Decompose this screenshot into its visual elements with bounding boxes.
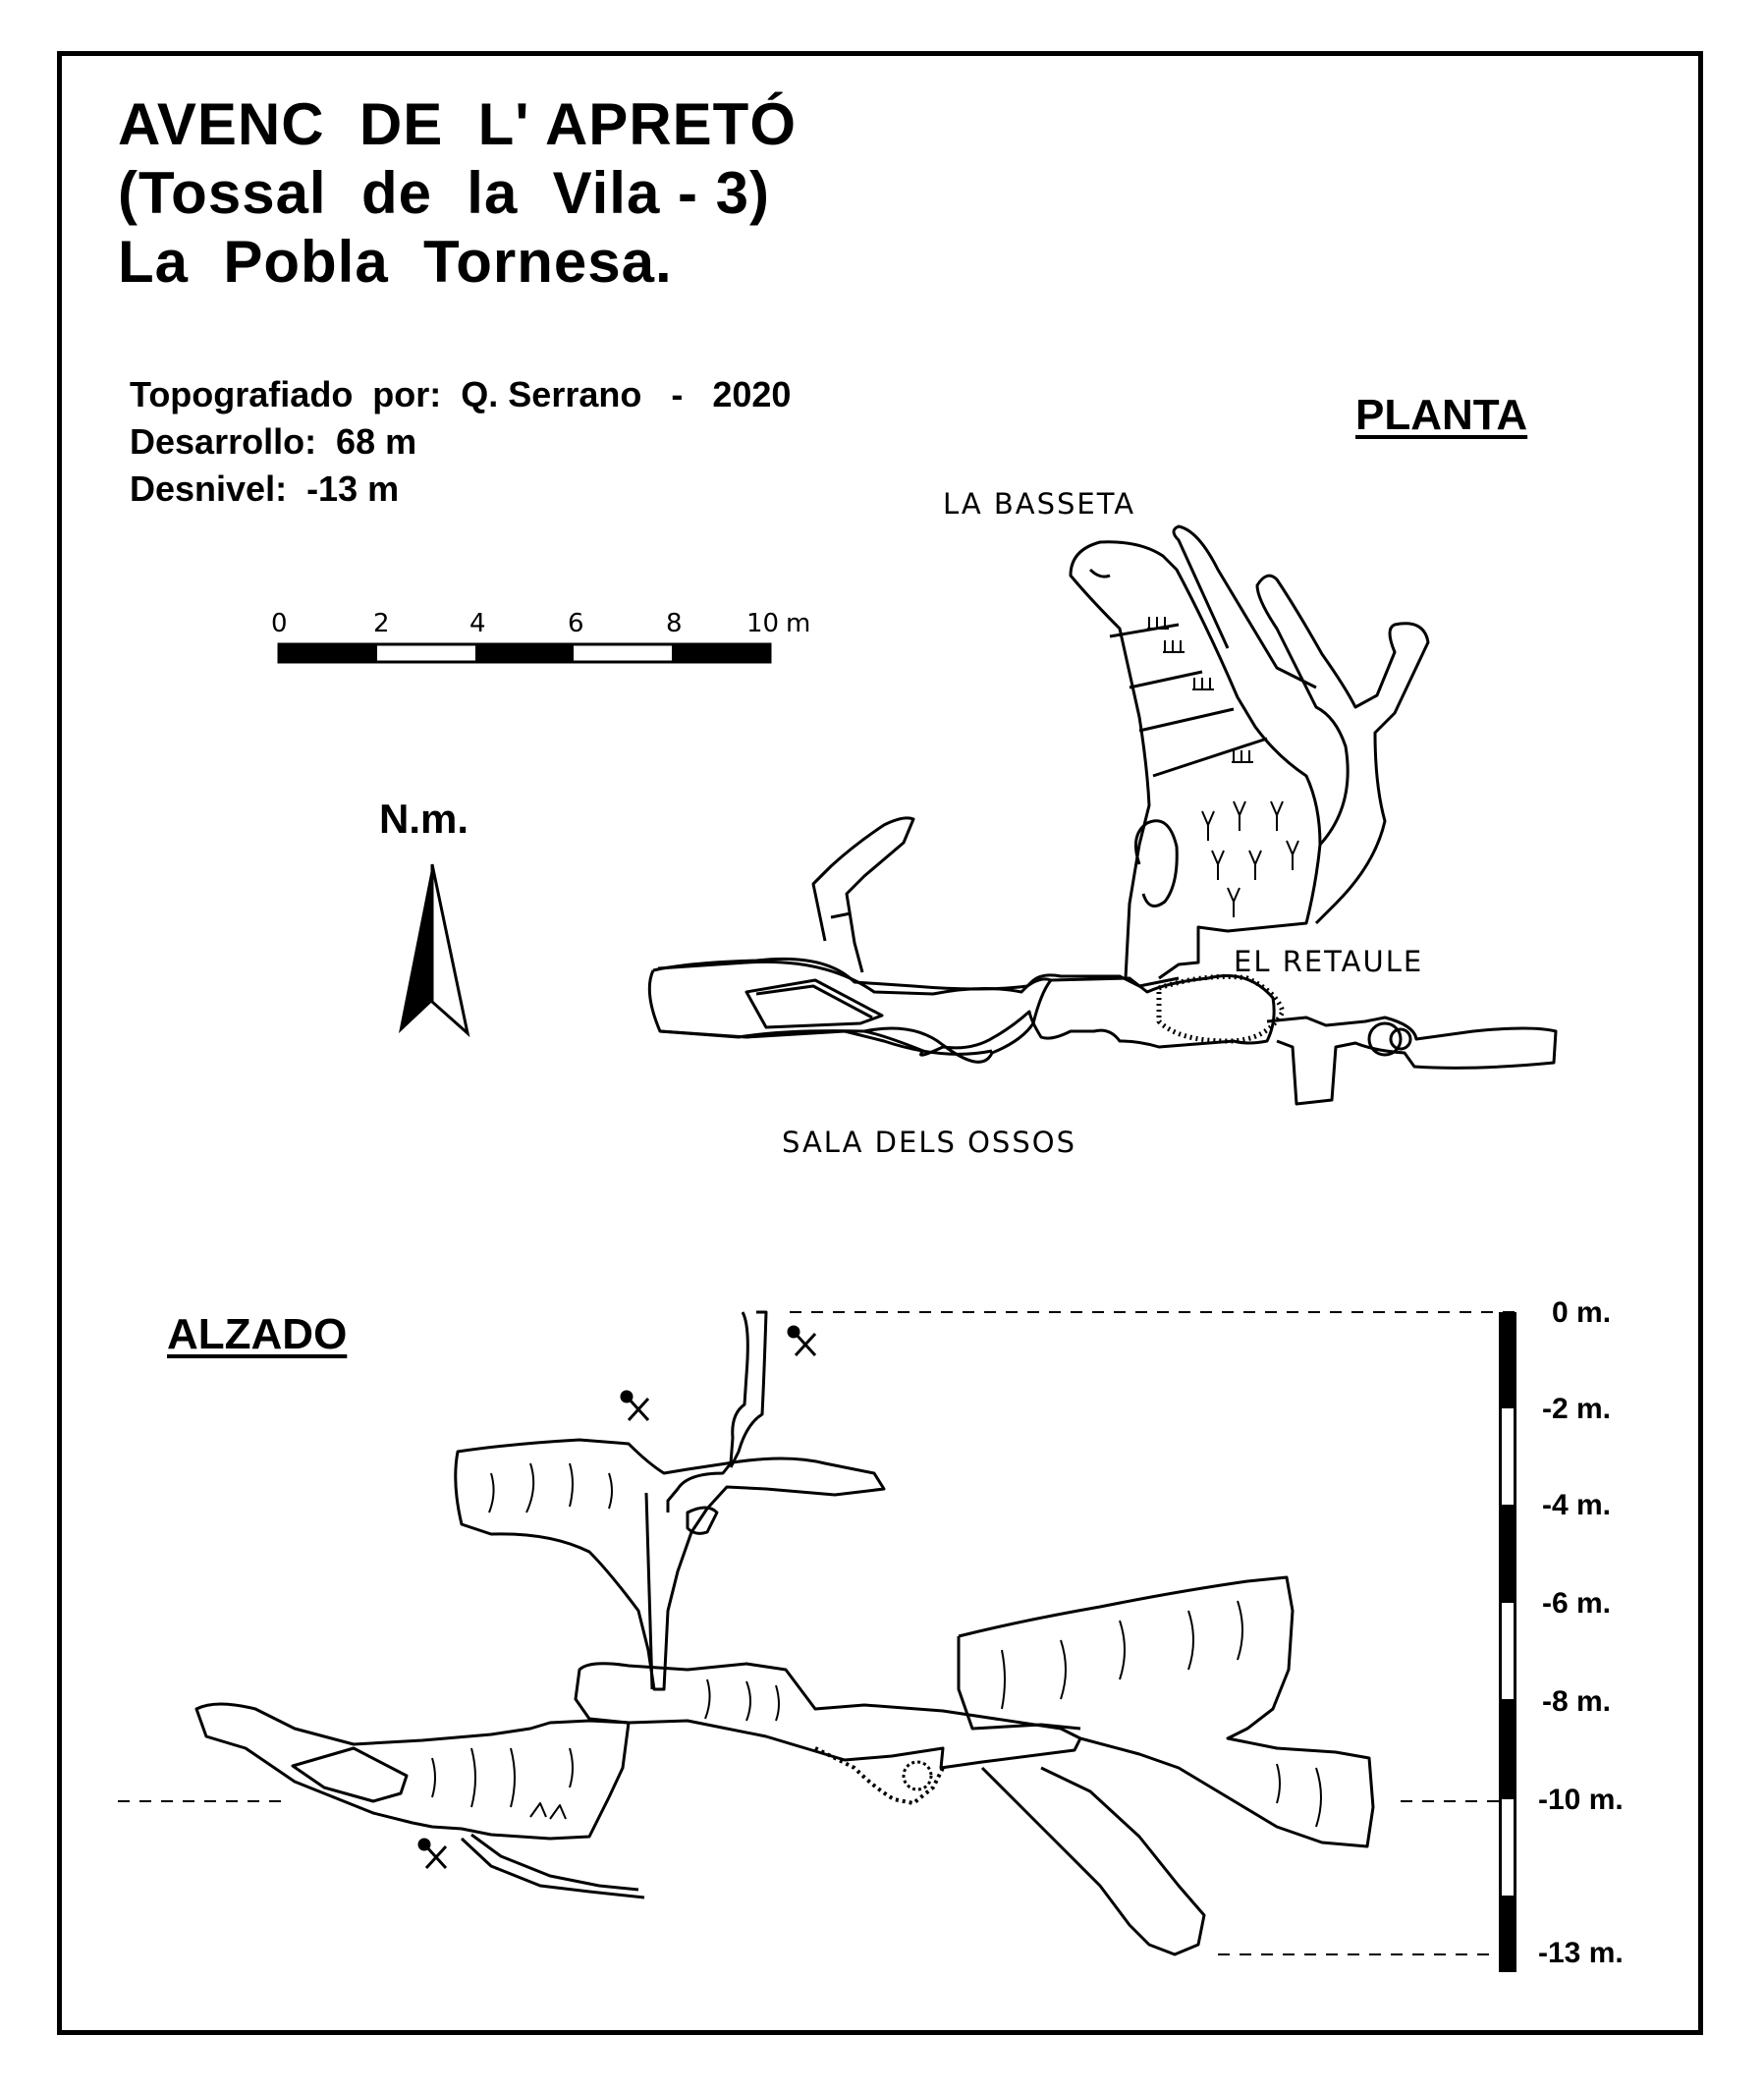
depth-drop: Desnivel: -13 m xyxy=(130,468,400,509)
surveyed-by: Topografiado por: Q. Serrano - 2020 xyxy=(130,374,792,414)
label-la-basseta: LA BASSETA xyxy=(943,487,1136,521)
scale-tick-2: 2 xyxy=(373,609,390,638)
scale-unit: m xyxy=(786,609,811,638)
depth-label-4: -4 m. xyxy=(1542,1489,1612,1521)
depth-label-8: -8 m. xyxy=(1542,1685,1612,1718)
development: Desarrollo: 68 m xyxy=(130,421,417,462)
scale-tick-10: 10 xyxy=(746,609,780,638)
title-line-3: La Pobla Tornesa. xyxy=(118,229,673,295)
depth-label-13: -13 m. xyxy=(1538,1937,1624,1969)
survey-info: Topografiado por: Q. Serrano - 2020 Desa… xyxy=(130,371,791,513)
tool-icon xyxy=(417,1325,817,1870)
label-sala-dels-ossos: SALA DELS OSSOS xyxy=(782,1126,1076,1159)
scale-tick-4: 4 xyxy=(469,609,486,638)
depth-label-6: -6 m. xyxy=(1542,1587,1612,1620)
scale-tick-6: 6 xyxy=(568,609,584,638)
plan-heading: PLANTA xyxy=(1355,391,1528,439)
depth-label-10: -10 m. xyxy=(1538,1784,1624,1816)
label-el-retaule: EL RETAULE xyxy=(1234,945,1424,978)
plan-view xyxy=(647,524,1558,1106)
depth-label-2: -2 m. xyxy=(1542,1393,1612,1425)
title-line-1: AVENC DE L' APRETÓ xyxy=(118,91,797,157)
north-label: N.m. xyxy=(379,796,469,842)
elevation-heading: ALZADO xyxy=(167,1310,348,1358)
scale-bar xyxy=(277,642,772,664)
north-arrow-icon xyxy=(399,863,470,1038)
map-frame xyxy=(57,51,1703,2035)
scale-tick-8: 8 xyxy=(666,609,683,638)
scale-tick-0: 0 xyxy=(271,609,288,638)
elevation-view xyxy=(118,1310,1516,1972)
depth-scale-bar xyxy=(1499,1312,1516,1972)
title-line-2: (Tossal de la Vila - 3) xyxy=(118,160,770,226)
cave-title: AVENC DE L' APRETÓ (Tossal de la Vila - … xyxy=(118,90,797,297)
depth-label-0: 0 m. xyxy=(1552,1296,1612,1329)
